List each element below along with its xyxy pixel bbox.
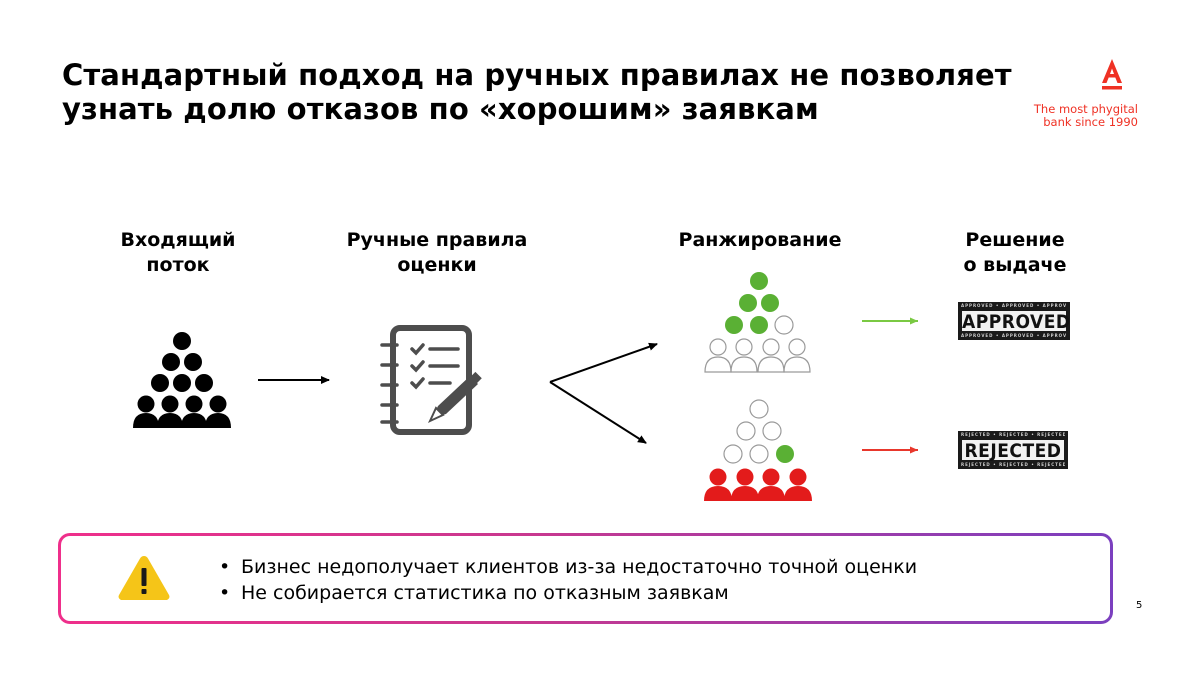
step-label-rules-line2: оценки bbox=[397, 254, 477, 276]
step-label-decision-line1: Решение bbox=[965, 229, 1065, 251]
ranking-group-approved bbox=[704, 272, 811, 373]
step-label-decision: Решение о выдаче bbox=[935, 228, 1095, 278]
page-number: 5 bbox=[1136, 600, 1143, 611]
rejected-stamp-edge-top: REJECTED • REJECTED • REJECTED • REJECTE… bbox=[961, 432, 1065, 437]
step-label-decision-line2: о выдаче bbox=[963, 254, 1067, 276]
step-label-ranking: Ранжирование bbox=[660, 228, 860, 253]
step-label-rules: Ручные правила оценки bbox=[322, 228, 552, 278]
notice-bullet: Не собирается статистика по отказным зая… bbox=[219, 580, 917, 606]
notice-bullets: Бизнес недополучает клиентов из-за недос… bbox=[219, 554, 917, 606]
slide-title: Стандартный подход на ручных правилах не… bbox=[62, 58, 1012, 126]
notice-box: Бизнес недополучает клиентов из-за недос… bbox=[58, 533, 1113, 624]
step-label-rules-line1: Ручные правила bbox=[346, 229, 528, 251]
slide-title-line1: Стандартный подход на ручных правилах не… bbox=[62, 58, 1012, 92]
brand-tagline-line1: The most phygital bbox=[1033, 102, 1138, 116]
approved-stamp-word: APPROVED bbox=[962, 311, 1071, 333]
rejected-stamp-edge-bottom: REJECTED • REJECTED • REJECTED • REJECTE… bbox=[961, 462, 1065, 467]
checklist-icon bbox=[380, 325, 482, 435]
rejected-stamp-word: REJECTED bbox=[962, 440, 1064, 462]
brand-tagline: The most phygital bank since 1990 bbox=[1034, 103, 1138, 129]
warning-icon bbox=[118, 556, 170, 600]
step-label-incoming-line1: Входящий bbox=[120, 229, 236, 251]
brand-tagline-line2: bank since 1990 bbox=[1043, 115, 1138, 129]
step-label-incoming: Входящий поток bbox=[98, 228, 258, 278]
notice-bullet: Бизнес недополучает клиентов из-за недос… bbox=[219, 554, 917, 580]
alfa-a-logo-icon bbox=[1102, 59, 1122, 90]
rejected-stamp: REJECTED • REJECTED • REJECTED • REJECTE… bbox=[958, 431, 1068, 469]
approved-stamp-edge-top: APPROVED • APPROVED • APPROVED • APPROVE… bbox=[961, 303, 1067, 308]
step-label-ranking-line1: Ранжирование bbox=[678, 229, 842, 251]
slide-title-line2: узнать долю отказов по «хорошим» заявкам bbox=[62, 92, 819, 126]
ranking-group-rejected bbox=[704, 399, 812, 501]
approved-stamp-edge-bottom: APPROVED • APPROVED • APPROVED • APPROVE… bbox=[961, 333, 1067, 338]
incoming-crowd-icon bbox=[133, 332, 231, 428]
approved-stamp: APPROVED • APPROVED • APPROVED • APPROVE… bbox=[958, 302, 1070, 340]
step-label-incoming-line2: поток bbox=[146, 254, 210, 276]
notice-box-inner: Бизнес недополучает клиентов из-за недос… bbox=[61, 536, 1110, 621]
split-arrows bbox=[549, 342, 658, 444]
